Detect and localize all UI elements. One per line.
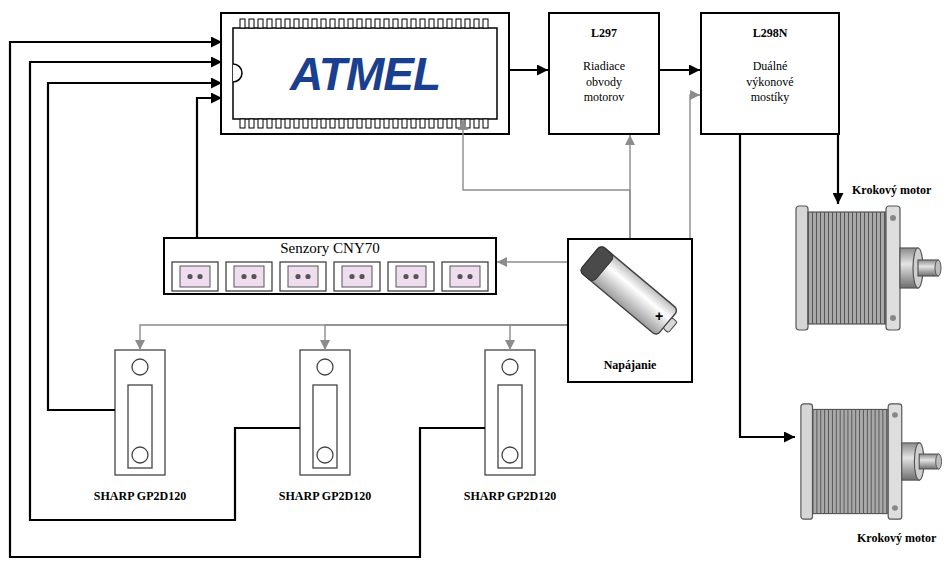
sensor-array-box: Senzory CNY70 xyxy=(163,237,497,295)
distance-sensor: SHARP GP2D120 xyxy=(115,350,165,475)
power-line xyxy=(325,325,567,350)
signal-line xyxy=(660,69,700,71)
motor-controller-box: L297Riadiace obvody motorov xyxy=(548,12,660,135)
node-title: L297 xyxy=(591,26,617,41)
microcontroller: ATMEL xyxy=(222,28,508,120)
node-title: SHARP GP2D120 xyxy=(245,489,405,504)
power-line xyxy=(497,261,567,262)
distance-sensor: SHARP GP2D120 xyxy=(485,350,535,475)
signal-line xyxy=(837,135,839,204)
power-line xyxy=(690,95,700,238)
distance-sensor xyxy=(485,350,535,475)
chip-package xyxy=(221,13,509,134)
power-bridge-box: L298N Duálné výkonové mostíky xyxy=(700,12,840,135)
stepper-motor xyxy=(796,206,941,330)
signal-line xyxy=(10,42,485,557)
stepper-motor: Krokový motor xyxy=(790,204,945,334)
power-line xyxy=(140,325,567,350)
reflective-sensor-row xyxy=(172,262,488,291)
node-description: Riadiace obvody motorov xyxy=(572,59,636,106)
signal-line xyxy=(48,83,222,410)
signal-line xyxy=(197,98,222,237)
distance-sensor xyxy=(300,350,350,475)
battery-symbol xyxy=(579,245,684,340)
signal-line xyxy=(30,62,300,520)
power-line xyxy=(629,135,630,238)
node-title: SHARP GP2D120 xyxy=(60,489,220,504)
power-line xyxy=(510,325,567,350)
distance-sensor xyxy=(115,350,165,475)
node-title: L298N xyxy=(753,26,788,41)
signal-line xyxy=(508,69,548,71)
power-line xyxy=(463,120,630,238)
power-supply-box: Napájanie xyxy=(567,238,693,383)
node-title: Senzory CNY70 xyxy=(280,240,380,257)
node-description: Duálné výkonové mostíky xyxy=(738,59,802,106)
signal-line xyxy=(740,135,795,437)
node-title: ATMEL xyxy=(290,47,440,101)
stepper-motor: Krokový motor xyxy=(795,400,945,522)
node-title: Krokový motor xyxy=(852,183,931,198)
polarity-mark: + xyxy=(655,308,663,324)
node-title: Krokový motor xyxy=(857,531,936,546)
distance-sensor: SHARP GP2D120 xyxy=(300,350,350,475)
node-title: SHARP GP2D120 xyxy=(430,489,590,504)
stepper-motor xyxy=(801,404,942,519)
node-title: Napájanie xyxy=(569,358,691,373)
